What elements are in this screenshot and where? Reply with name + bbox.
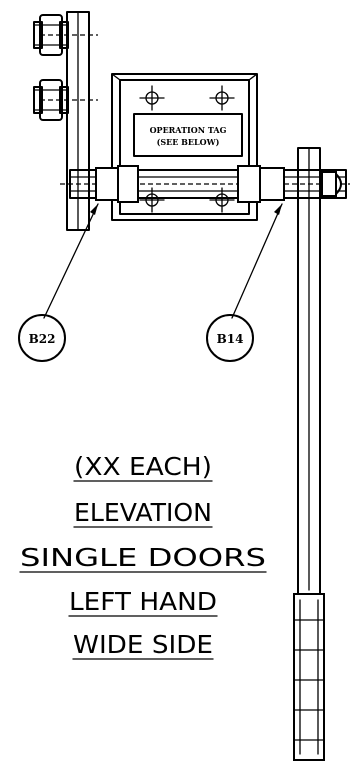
leader-b22 [43, 203, 99, 319]
roller-top [33, 14, 98, 56]
roller-bottom [33, 79, 98, 121]
left-strap [66, 11, 90, 231]
shaft-collars [95, 165, 285, 203]
note-line-3: SINGLE DOORS [20, 543, 266, 572]
balloon-b22-label: B22 [29, 332, 56, 346]
operation-tag: OPERATION TAG (SEE BELOW) [133, 113, 243, 157]
operation-tag-line2: (SEE BELOW) [157, 137, 220, 147]
balloon-b14-label: B14 [217, 332, 244, 346]
lever-grip [293, 593, 325, 761]
note-line-4: LEFT HAND [69, 587, 217, 616]
balloon-b22: B22 [18, 314, 66, 362]
balloon-b14: B14 [206, 314, 254, 362]
mounting-bracket [111, 73, 258, 221]
shaft-end-cap [321, 171, 342, 197]
note-line-1: (XX EACH) [74, 452, 212, 481]
bolt-hole-marks [139, 85, 235, 213]
elevation-note: (XX EACH) ELEVATION SINGLE DOORS LEFT HA… [19, 452, 267, 660]
operation-tag-line1: OPERATION TAG [150, 125, 227, 135]
note-line-2: ELEVATION [74, 498, 212, 527]
leader-b14 [231, 203, 283, 319]
note-line-5: WIDE SIDE [73, 630, 213, 659]
